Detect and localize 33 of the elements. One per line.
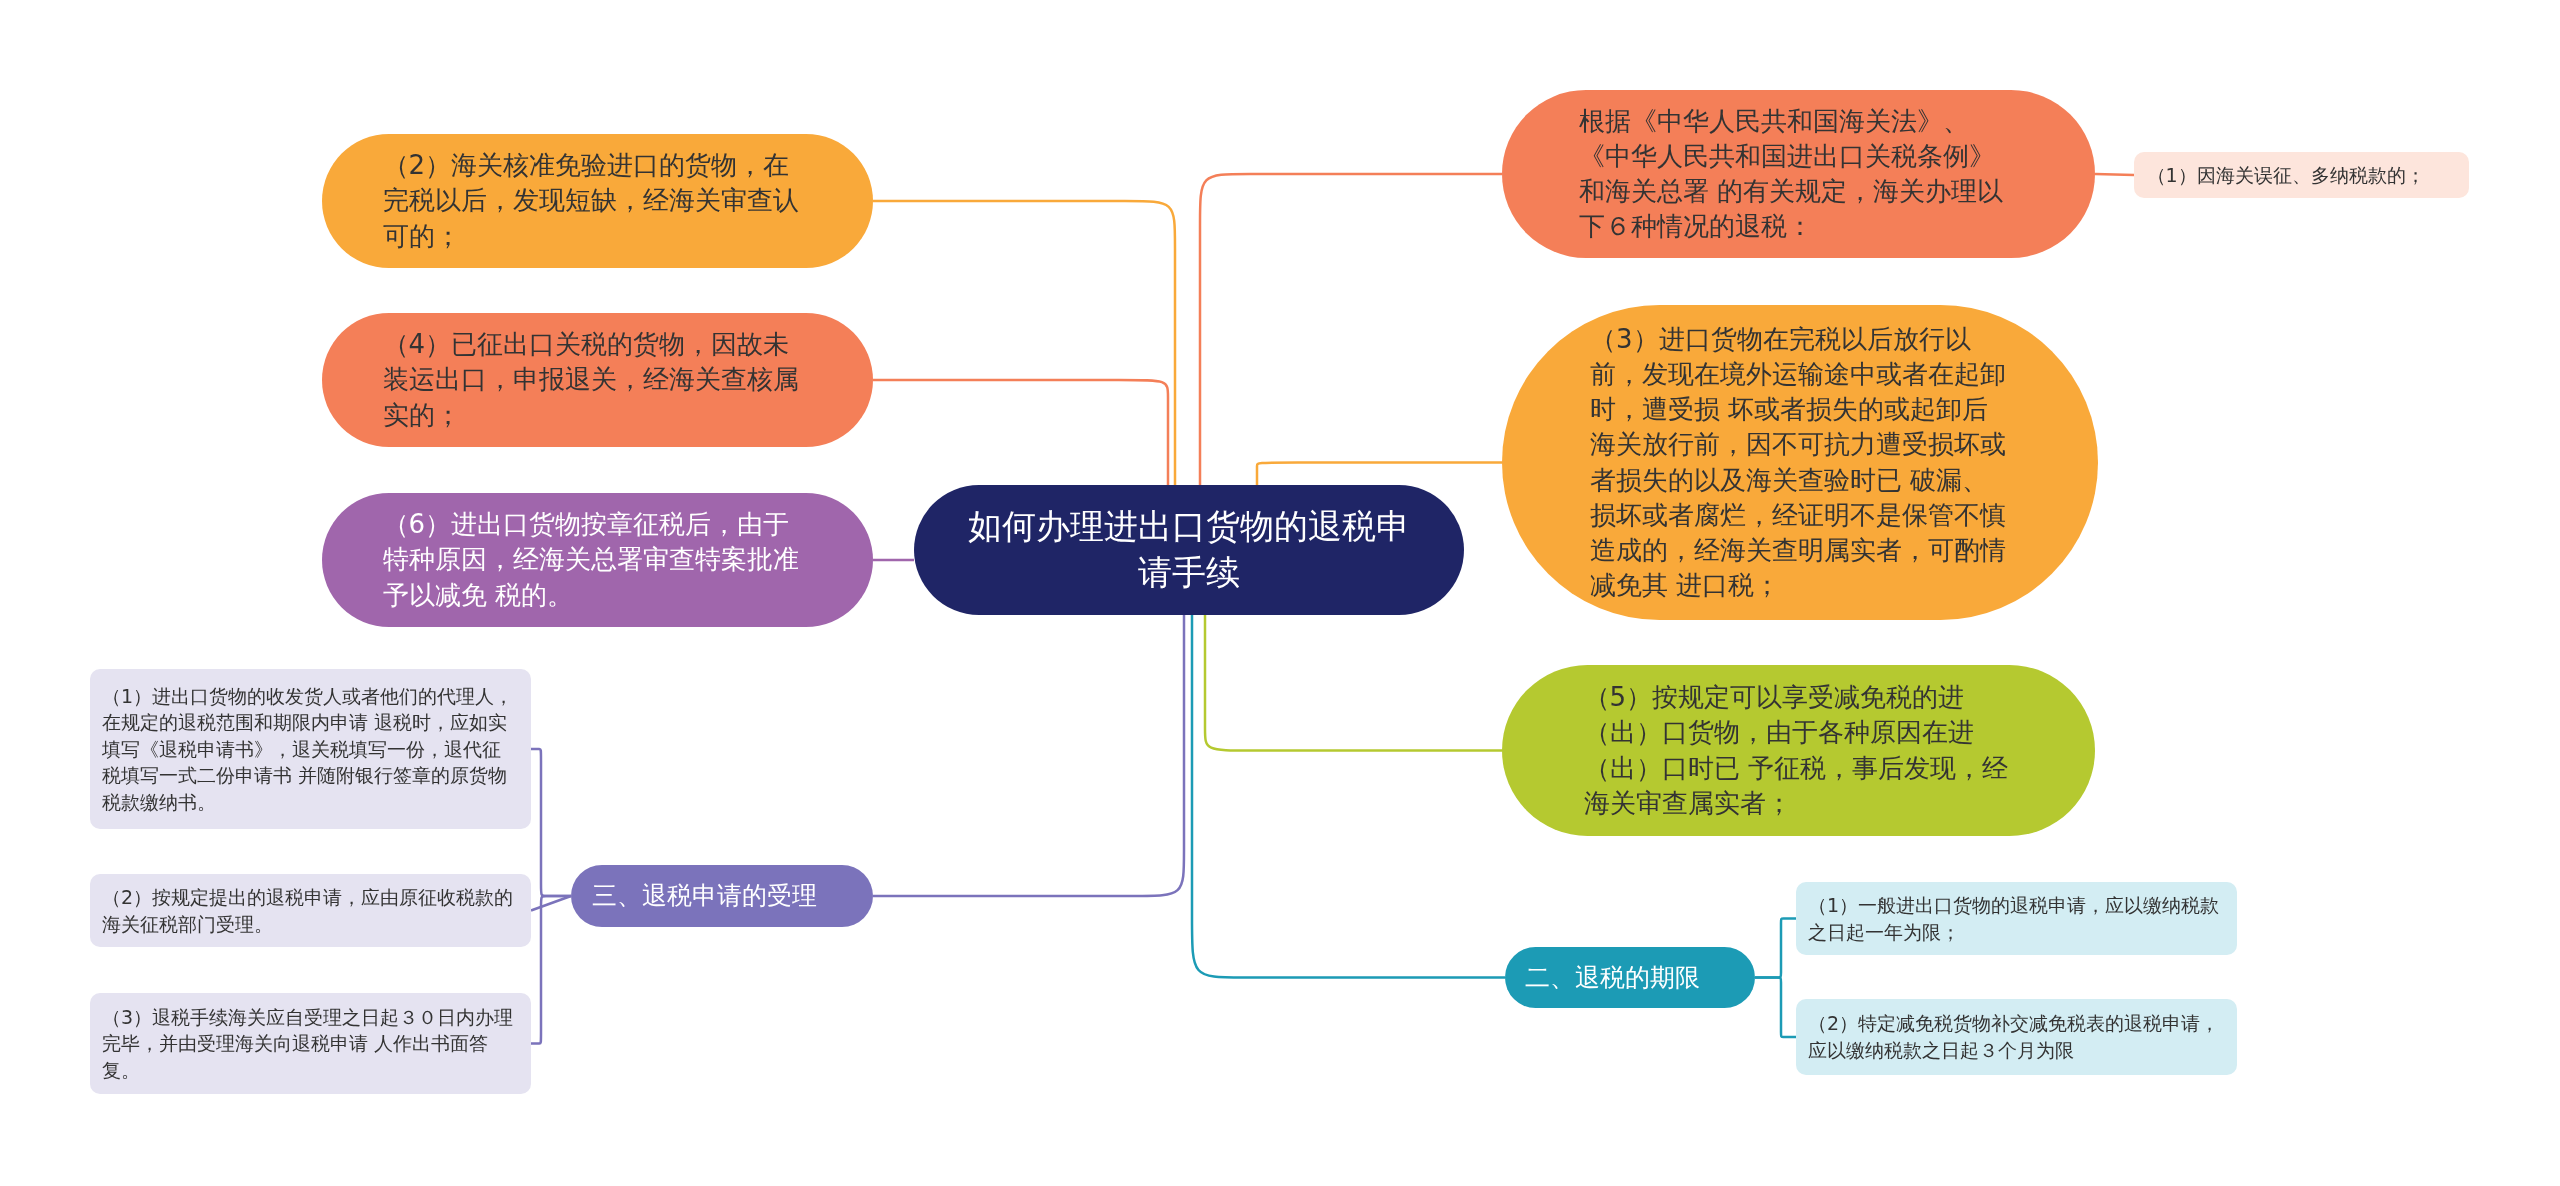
connector-line xyxy=(1203,615,1502,752)
detail-card xyxy=(1796,882,2237,955)
detail-card xyxy=(1796,999,2237,1075)
topic-text: 根据《中华人民共和国海关法》、《中华人民共和国进出口关税条例》和海关总署 的有关规定，海关办理以下６种情况的退税： xyxy=(1578,104,2004,244)
connector-line xyxy=(873,615,1186,898)
connector-line xyxy=(1198,172,1502,485)
detail-text: （2）特定减免税货物补交减免税表的退税申请，应以缴纳税款之日起３个月为限 xyxy=(1808,1011,2221,1063)
detail-text: （2）按规定提出的退税申请，应由原征收税款的海关征税部门受理。 xyxy=(102,884,515,937)
connector-line xyxy=(1755,976,1796,1039)
detail-text: （1）一般进出口货物的退税申请，应以缴纳税款之日起一年为限； xyxy=(1808,892,2221,945)
detail-text: （1）因海关误征、多纳税款的； xyxy=(2146,162,2426,188)
connector-line xyxy=(530,894,572,912)
connector-line xyxy=(2094,172,2135,177)
connector-line xyxy=(1190,615,1505,979)
connector-line xyxy=(873,558,914,562)
topic-text: （3）进口货物在完税以后放行以前，发现在境外运输途中或者在起卸时，遭受损 坏或者损失的或起卸后海关放行前，因不可抗力遭受损坏或者损失的以及海关查验时已 破漏、损坏或者腐烂，经证明不是保管不慎造成的，经海关查明属实者，可酌情减免其 进口税； xyxy=(1590,323,2007,602)
detail-text: （3）退税手续海关应自受理之日起３０日内办理完毕，并由受理海关向退税申请 人作出书面答复。 xyxy=(102,1004,515,1083)
topic-text: （5）按规定可以享受减免税的进（出）口货物，由于各种原因在进（出）口时已 予征税，事后发现，经海关审查属实者； xyxy=(1583,681,2009,820)
detail-card xyxy=(90,669,531,829)
topic-text: （4）已征出口关税的货物，因故未装运出口，申报退关，经海关查核属实的； xyxy=(382,328,800,432)
topic-text: （6）进出口货物按章征税后，由于特种原因，经海关总署审查特案批准予以减免 税的。 xyxy=(382,508,800,612)
topic-text: （2）海关核准免验进口的货物，在完税以后，发现短缺，经海关审查认可的； xyxy=(382,149,800,253)
topic-text: 三、退税申请的受理 xyxy=(592,880,818,913)
connector-line xyxy=(531,894,571,1045)
connector-line xyxy=(873,199,1177,485)
detail-card xyxy=(90,993,531,1094)
connector-line xyxy=(873,378,1170,485)
topic-text: 如何办理进出口货物的退税申请手续 xyxy=(967,505,1411,594)
detail-text: （1）进出口货物的收发货人或者他们的代理人，在规定的退税范围和期限内申请 退税时，应如实填写《退税申请书》，退关税填写一份，退代征税填写一式二份申请书 并随附银行签章的原货物税款缴纳书。 xyxy=(102,683,515,815)
topic-text: 二、退税的期限 xyxy=(1525,961,1701,994)
detail-card xyxy=(90,874,531,947)
connector-line xyxy=(1255,461,1502,485)
detail-card xyxy=(2134,152,2469,198)
